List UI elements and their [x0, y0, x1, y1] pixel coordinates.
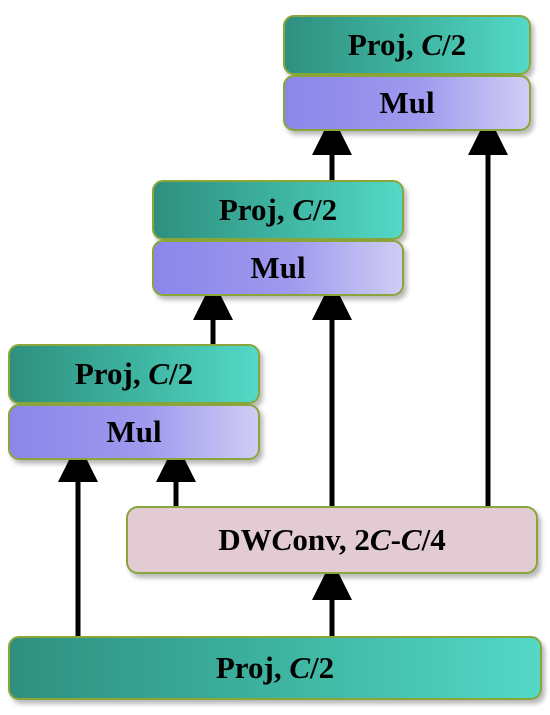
middle-mul-label: Mul [250, 250, 306, 285]
bottom-proj-label: Proj, C/2 [215, 650, 335, 685]
middle-mul-block: Mul [152, 240, 404, 296]
dwconv-label: DWConv, 2C-C/4 [218, 522, 446, 557]
top-proj-block: Proj, C/2 [283, 15, 531, 75]
dwconv-block: DWConv, 2C-C/4 [126, 506, 538, 574]
top-proj-label: Proj, C/2 [347, 27, 467, 62]
bottom-proj-block: Proj, C/2 [8, 636, 542, 700]
left-proj-label: Proj, C/2 [74, 356, 194, 391]
left-mul-block: Mul [8, 404, 260, 460]
top-mul-block: Mul [283, 75, 531, 131]
left-proj-block: Proj, C/2 [8, 344, 260, 404]
left-mul-label: Mul [106, 414, 162, 449]
top-mul-label: Mul [379, 85, 435, 120]
middle-proj-block: Proj, C/2 [152, 180, 404, 240]
middle-proj-label: Proj, C/2 [218, 192, 338, 227]
